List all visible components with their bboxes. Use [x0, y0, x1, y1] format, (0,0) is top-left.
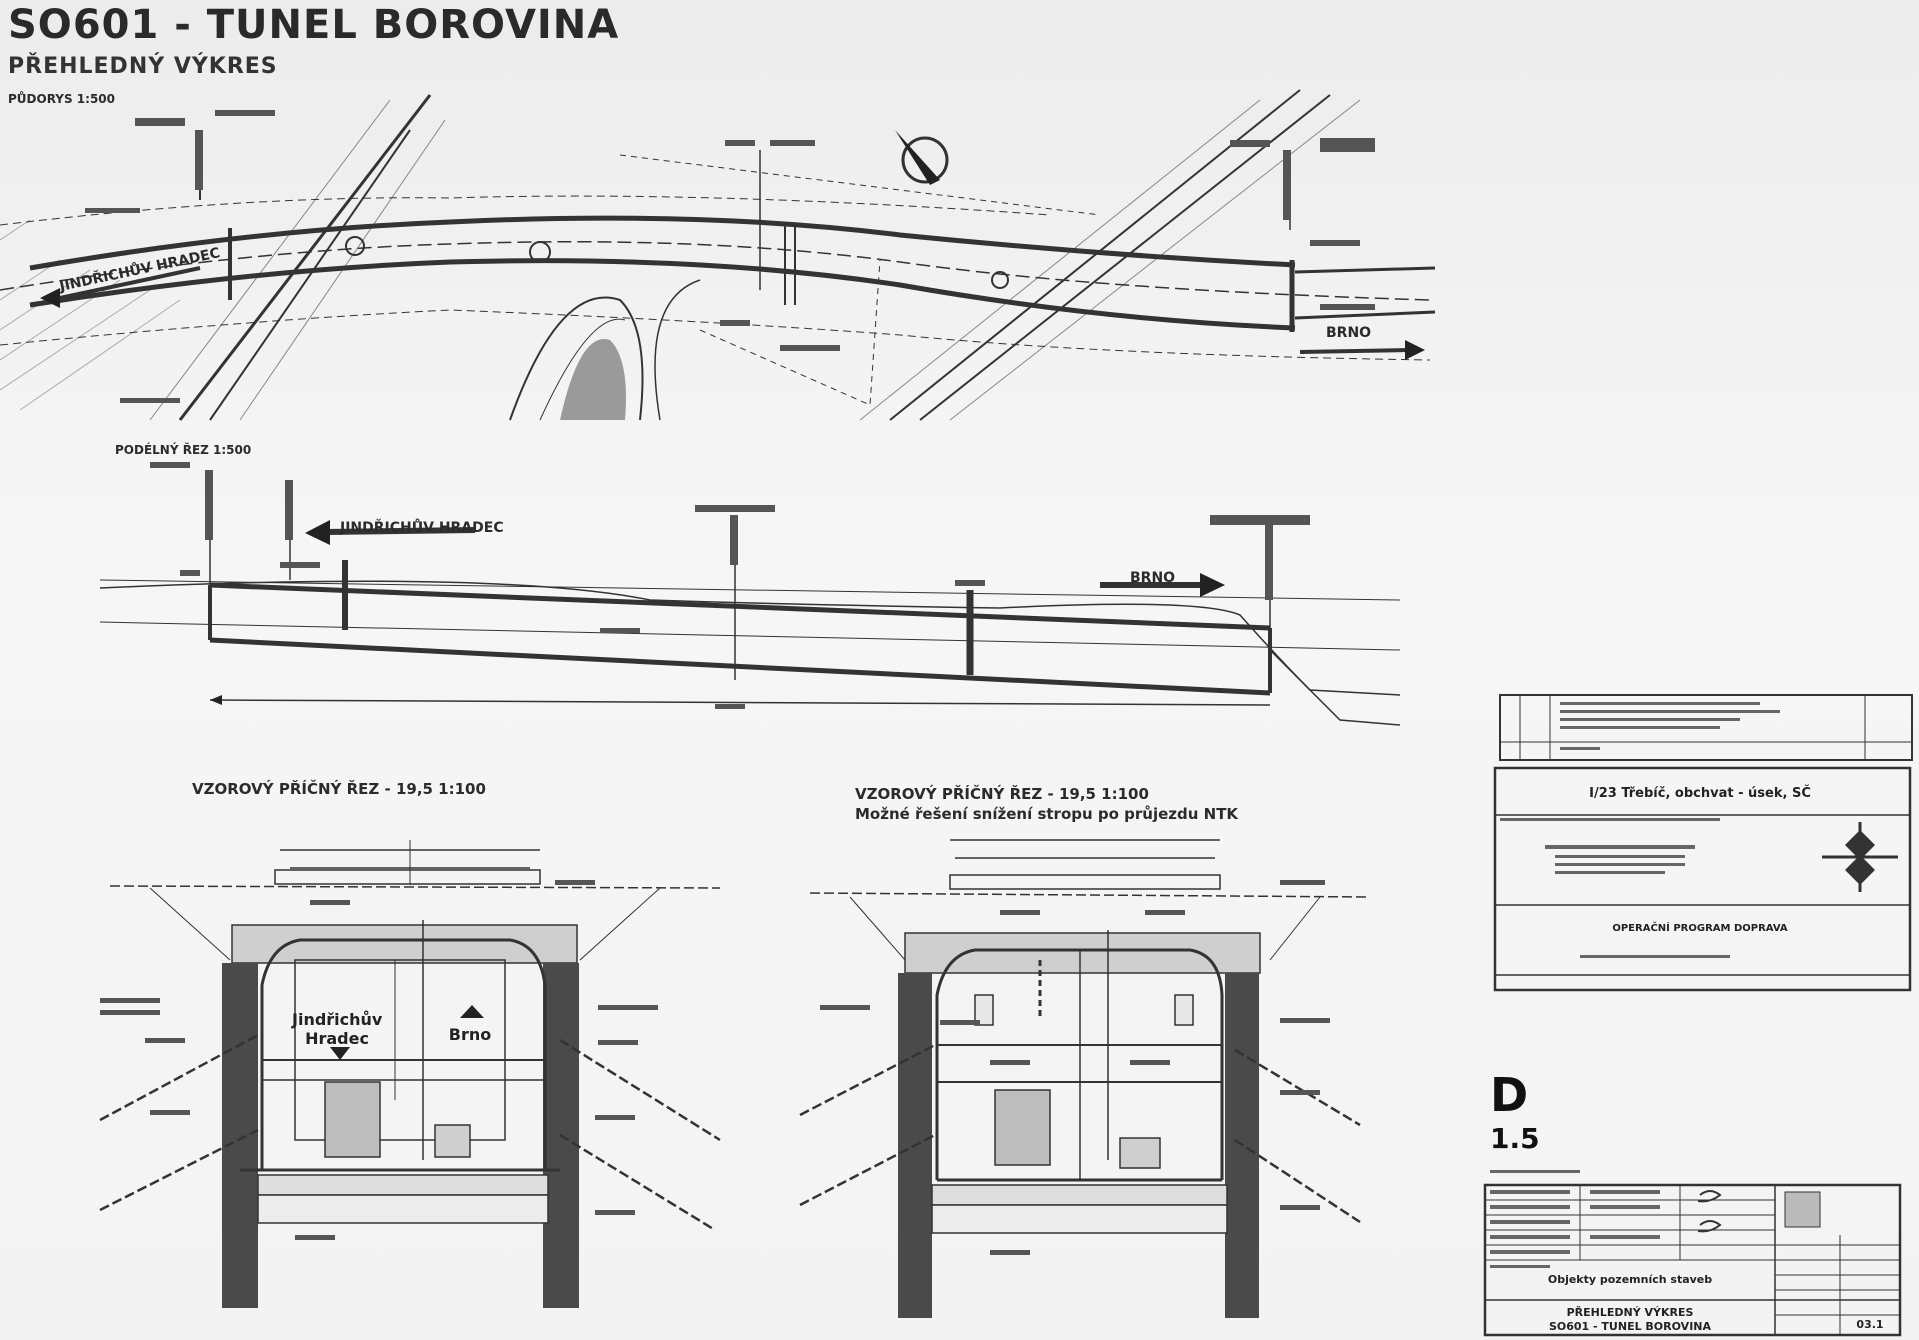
plan-view: [0, 89, 1436, 421]
sheet-letter: D: [1490, 1068, 1529, 1122]
drawing-subtitle: PŘEHLEDNÝ VÝKRES: [8, 54, 278, 79]
title-block: [1483, 694, 1913, 1337]
right-section-subtitle: Možné řešení snížení stropu po průjezdu …: [855, 805, 1239, 823]
sheet-number: 1.5: [1490, 1122, 1540, 1155]
left-section-direction-2: Brno: [448, 1025, 492, 1044]
right-section-title: VZOROVÝ PŘÍČNÝ ŘEZ - 19,5 1:100: [855, 785, 1149, 803]
cross-section-left: [99, 840, 721, 1308]
title-block-drawing-name-1: PŘEHLEDNÝ VÝKRES: [1566, 1306, 1694, 1319]
title-block-project: OPERAČNÍ PROGRAM DOPRAVA: [1612, 923, 1788, 934]
drawing-title: SO601 - TUNEL BOROVINA: [8, 2, 620, 48]
title-block-sheet-code: 03.1: [1856, 1318, 1884, 1331]
plan-direction-right: BRNO: [1326, 325, 1372, 341]
title-block-road: I/23 Třebíč, obchvat - úsek, SČ: [1589, 786, 1811, 801]
left-section-direction-1: Jindřichův Hradec: [292, 1010, 383, 1048]
plan-view-label: PŮDORYS 1:500: [8, 92, 115, 106]
longitudinal-profile: [99, 462, 1401, 726]
left-section-title: VZOROVÝ PŘÍČNÝ ŘEZ - 19,5 1:100: [192, 780, 486, 798]
profile-direction-right: BRNO: [1130, 570, 1176, 586]
cross-section-right: [799, 839, 1371, 1318]
title-block-content: Objekty pozemních staveb: [1547, 1273, 1713, 1286]
profile-label: PODÉLNÝ ŘEZ 1:500: [115, 443, 252, 457]
profile-direction-left: JINDŘICHŮV HRADEC: [340, 520, 504, 536]
title-block-drawing-name-2: SO601 - TUNEL BOROVINA: [1548, 1320, 1712, 1333]
